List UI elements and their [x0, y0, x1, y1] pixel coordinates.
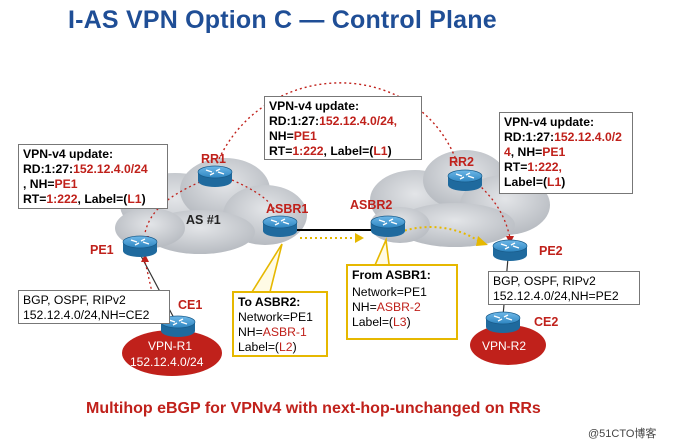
right-bgp-line1: BGP, OSPF, RIPv2	[493, 274, 596, 288]
router-asbr2	[370, 215, 406, 238]
left-update-box: VPN-v4 update: RD:1:27:152.12.4.0/24 , N…	[18, 144, 168, 209]
pe1-label: PE1	[90, 243, 114, 257]
diagram-caption: Multihop eBGP for VPNv4 with next-hop-un…	[86, 400, 541, 417]
router-rr2	[447, 169, 483, 192]
left-bgp-box: BGP, OSPF, RIPv2 152.12.4.0/24,NH=CE2	[18, 290, 170, 324]
left-update-heading: VPN-v4 update:	[23, 147, 114, 161]
ce1-label: CE1	[178, 298, 203, 312]
vpn-r1-prefix: 152.12.4.0/24	[130, 355, 204, 369]
rr1-rr2-session	[214, 82, 459, 169]
to-asbr2-label: Label=(L2)	[238, 340, 297, 354]
asbr2-label: ASBR2	[350, 198, 393, 212]
middle-update-rd: RD:1:27:152.12.4.0/24,	[269, 114, 398, 128]
asbr1-label: ASBR1	[266, 202, 309, 216]
to-asbr2-network: Network=PE1	[238, 310, 313, 324]
right-update-nh: 4, NH=PE1	[504, 145, 566, 159]
to-asbr2-box: To ASBR2: Network=PE1 NH=ASBR-1 Label=(L…	[232, 291, 328, 357]
right-bgp-line2: 152.12.4.0/24,NH=PE2	[493, 289, 619, 303]
left-update-nh: , NH=PE1	[23, 177, 78, 191]
middle-update-rt: RT=1:222, Label=(L1)	[269, 144, 392, 158]
watermark: @51CTO博客	[588, 428, 657, 440]
to-asbr2-heading: To ASBR2:	[238, 295, 301, 309]
from-asbr1-network: Network=PE1	[352, 285, 427, 299]
right-update-rt: RT=1:222,	[504, 160, 562, 174]
right-update-heading: VPN-v4 update:	[504, 115, 595, 129]
right-bgp-box: BGP, OSPF, RIPv2 152.12.4.0/24,NH=PE2	[488, 271, 640, 305]
page-title: I-AS VPN Option C — Control Plane	[68, 6, 497, 34]
left-update-rt: RT=1:222, Label=(L1)	[23, 192, 146, 206]
rr2-label: RR2	[449, 155, 475, 169]
rr1-asbr1-session	[231, 179, 277, 213]
right-update-label: Label=(L1)	[504, 175, 566, 189]
as1-label: AS #1	[186, 213, 221, 227]
left-bgp-line1: BGP, OSPF, RIPv2	[23, 293, 126, 307]
router-pe2	[492, 239, 528, 262]
vpn-r2-label: VPN-R2	[482, 339, 527, 353]
rr1-pe1-session	[144, 181, 201, 234]
middle-update-heading: VPN-v4 update:	[269, 99, 360, 113]
middle-update-nh: NH=PE1	[269, 129, 317, 143]
right-update-rd: RD:1:27:152.12.4.0/2	[504, 130, 622, 144]
from-asbr1-nh: NH=ASBR-2	[352, 300, 421, 314]
rr1-label: RR1	[201, 152, 227, 166]
rr2-pe2-session	[477, 183, 511, 239]
vpn-r1-site	[122, 330, 222, 376]
from-asbr1-heading: From ASBR1:	[352, 268, 431, 282]
ce2-label: CE2	[534, 315, 559, 329]
router-ce2	[485, 311, 521, 334]
router-rr1	[197, 165, 233, 188]
from-asbr1-label: Label=(L3)	[352, 315, 411, 329]
right-update-box: VPN-v4 update: RD:1:27:152.12.4.0/2 4, N…	[499, 112, 633, 194]
middle-update-box: VPN-v4 update: RD:1:27:152.12.4.0/24, NH…	[264, 96, 422, 160]
left-update-rd: RD:1:27:152.12.4.0/24	[23, 162, 148, 176]
router-pe1	[122, 235, 158, 258]
vpn-r1-label: VPN-R1	[148, 339, 193, 353]
to-asbr2-nh: NH=ASBR-1	[238, 325, 307, 339]
router-asbr1	[262, 215, 298, 238]
left-bgp-line2: 152.12.4.0/24,NH=CE2	[23, 308, 150, 322]
to-asbr2-pointer	[250, 243, 283, 293]
vpn-r2-site	[470, 325, 546, 365]
asbr2-pe2-yellow	[399, 226, 481, 243]
pe2-label: PE2	[539, 244, 563, 258]
from-asbr1-box: From ASBR1: Network=PE1 NH=ASBR-2 Label=…	[346, 264, 458, 340]
